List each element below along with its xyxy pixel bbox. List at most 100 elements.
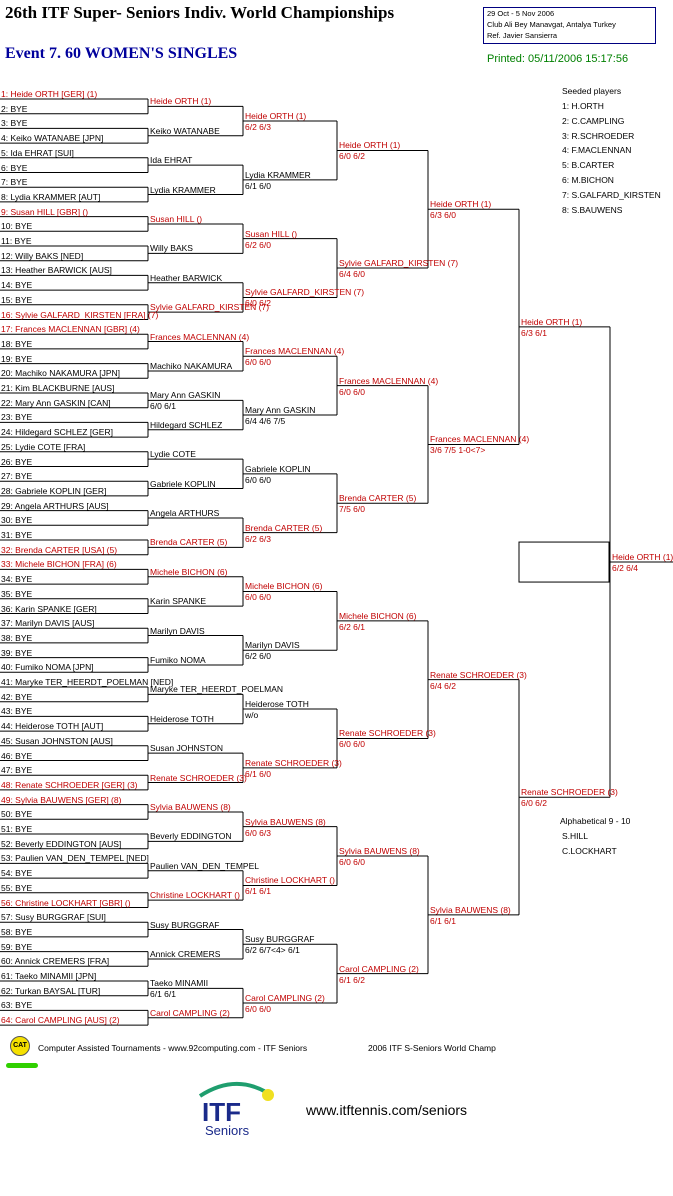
round-2-winner: Christine LOCKHART () [245,875,335,886]
round-2-winner: Michele BICHON (6) [245,581,323,592]
match-score: 6/2 6/1 [339,621,365,632]
draw-entry: 32: Brenda CARTER [USA] (5) [1,544,118,555]
draw-entry: 63: BYE [1,1000,33,1011]
draw-entry: 30: BYE [1,515,33,526]
draw-entry: 4: Keiko WATANABE [JPN] [1,133,104,144]
match-score: 6/1 6/1 [150,989,176,1000]
round-1-winner: Angela ARTHURS [150,507,220,518]
match-score: 6/1 6/0 [245,768,271,779]
draw-entry: 21: Kim BLACKBURNE [AUS] [1,383,115,393]
draw-entry: 49: Sylvia BAUWENS [GER] (8) [1,794,122,805]
draw-entry: 18: BYE [1,338,33,349]
round-1-winner: Marilyn DAVIS [150,625,205,636]
match-score: 6/3 6/1 [521,327,547,338]
match-score: 6/0 6/0 [339,739,365,750]
round-1-winner: Taeko MINAMII [150,978,209,989]
match-score: 6/1 6/1 [430,915,456,926]
round-1-winner: Sylvie GALFARD_KIRSTEN (7) [150,302,270,313]
match-score: 6/2 6/0 [245,239,271,250]
seeded-player: 2: C.CAMPLING [562,115,625,126]
itf-logo-text: ITF [202,1097,241,1127]
round-1-winner: Ida EHRAT [150,155,193,166]
draw-entry: 38: BYE [1,632,33,643]
round-2-winner: Heide ORTH (1) [245,111,307,122]
draw-entry: 31: BYE [1,530,33,540]
draw-entry: 14: BYE [1,280,33,291]
round-1-winner: Christine LOCKHART () [150,890,240,901]
match-score: 6/0 6/0 [339,386,365,397]
round-2-winner: Mary Ann GASKIN [245,405,316,416]
draw-entry: 59: BYE [1,941,33,952]
match-score: 6/0 6/2 [521,798,547,809]
draw-bracket-lines [0,98,673,1026]
round-3-winner: Heide ORTH (1) [339,140,401,151]
draw-entry: 52: Beverly EDDINGTON [AUS] [1,838,122,849]
info-dates: 29 Oct - 5 Nov 2006 [487,9,555,18]
draw-entry: 58: BYE [1,926,33,937]
round-4-winner: Sylvia BAUWENS (8) [430,904,511,915]
round-1-winner: Sylvia BAUWENS (8) [150,801,231,812]
round-6-winner: Heide ORTH (1) [612,552,673,563]
round-1-winner: Heide ORTH (1) [150,96,212,107]
draw-entry: 33: Michele BICHON [FRA] (6) [1,559,117,570]
round-1-winner: Brenda CARTER (5) [150,537,228,548]
round-2-winner: Renate SCHROEDER (3) [245,757,342,768]
seeded-player: 4: F.MACLENNAN [562,145,632,156]
draw-entry: 57: Susy BURGGRAF [SUI] [1,912,106,923]
round-3-winner: Sylvie GALFARD_KIRSTEN (7) [339,258,459,269]
draw-entry: 23: BYE [1,412,33,423]
draw-entry: 22: Mary Ann GASKIN [CAN] [1,397,111,408]
match-score: 6/2 6/3 [245,122,271,133]
round-1-winner: Mary Ann GASKIN [150,390,221,401]
match-score: 6/0 6/0 [245,592,271,603]
draw-entry: 35: BYE [1,588,33,599]
draw-entry: 27: BYE [1,471,33,482]
match-score: 6/0 6/3 [245,827,271,838]
draw-entry: 54: BYE [1,868,33,879]
seeded-player: 1: H.ORTH [562,101,604,111]
champion-box [518,541,610,583]
match-score: 6/0 6/0 [245,1004,271,1015]
draw-entry: 9: Susan HILL [GBR] () [1,206,89,217]
event-title: Event 7. 60 WOMEN'S SINGLES [5,45,238,62]
round-1-winner: Frances MACLENNAN (4) [150,331,250,342]
footer-credit: Computer Assisted Tournaments - www.92co… [38,1043,308,1053]
footer-event: 2006 ITF S-Seniors World Champ [368,1043,496,1053]
draw-entry: 15: BYE [1,294,33,305]
round-3-winner: Michele BICHON (6) [339,610,417,621]
match-score: 6/3 6/0 [430,210,456,221]
match-score: 6/1 6/0 [245,180,271,191]
draw-entry: 53: Paulien VAN_DEN_TEMPEL [NED] [1,853,149,864]
draw-entry: 13: Heather BARWICK [AUS] [1,265,112,276]
round-1-winner: Lydia KRAMMER [150,184,216,195]
draw-entry: 41: Maryke TER_HEERDT_POELMAN [NED] [1,677,174,687]
page-title: 26th ITF Super- Seniors Indiv. World Cha… [5,3,395,22]
round-1-winner: Susan HILL () [150,213,203,224]
draw-entry: 48: Renate SCHROEDER [GER] (3) [1,779,138,790]
draw-entry: 55: BYE [1,882,33,893]
draw-entry: 62: Turkan BAYSAL [TUR] [1,985,101,996]
seeded-player: 8: S.BAUWENS [562,204,623,215]
itf-url[interactable]: www.itftennis.com/seniors [306,1102,468,1118]
draw-entry: 29: Angela ARTHURS [AUS] [1,500,109,511]
draw-entry: 25: Lydie COTE [FRA] [1,441,86,452]
match-score: 6/4 6/2 [430,680,456,691]
cat-logo-icon: CAT [10,1036,30,1056]
alphabetical-player: C.LOCKHART [562,845,617,856]
alphabetical-player: S.HILL [562,831,588,841]
round-1-winner: Heather BARWICK [150,272,223,283]
round-3-winner: Sylvia BAUWENS (8) [339,846,420,857]
draw-entry: 40: Fumiko NOMA [JPN] [1,662,94,673]
draw-entry: 17: Frances MACLENNAN [GBR] (4) [1,324,140,335]
draw-entry: 44: Heiderose TOTH [AUT] [1,721,104,732]
printed-timestamp: Printed: 05/11/2006 15:17:56 [487,53,629,65]
round-1-winner: Beverly EDDINGTON [150,831,232,842]
seeded-player: 7: S.GALFARD_KIRSTEN [562,189,661,200]
draw-entry: 43: BYE [1,706,33,717]
match-score: 6/2 6/0 [245,651,271,662]
match-score: 6/0 6/1 [150,401,176,412]
draw-entry: 16: Sylvie GALFARD_KIRSTEN [FRA] (7) [1,309,159,320]
round-2-winner: Marilyn DAVIS [245,640,300,651]
draw-entry: 42: BYE [1,691,33,702]
draw-entry: 39: BYE [1,647,33,658]
